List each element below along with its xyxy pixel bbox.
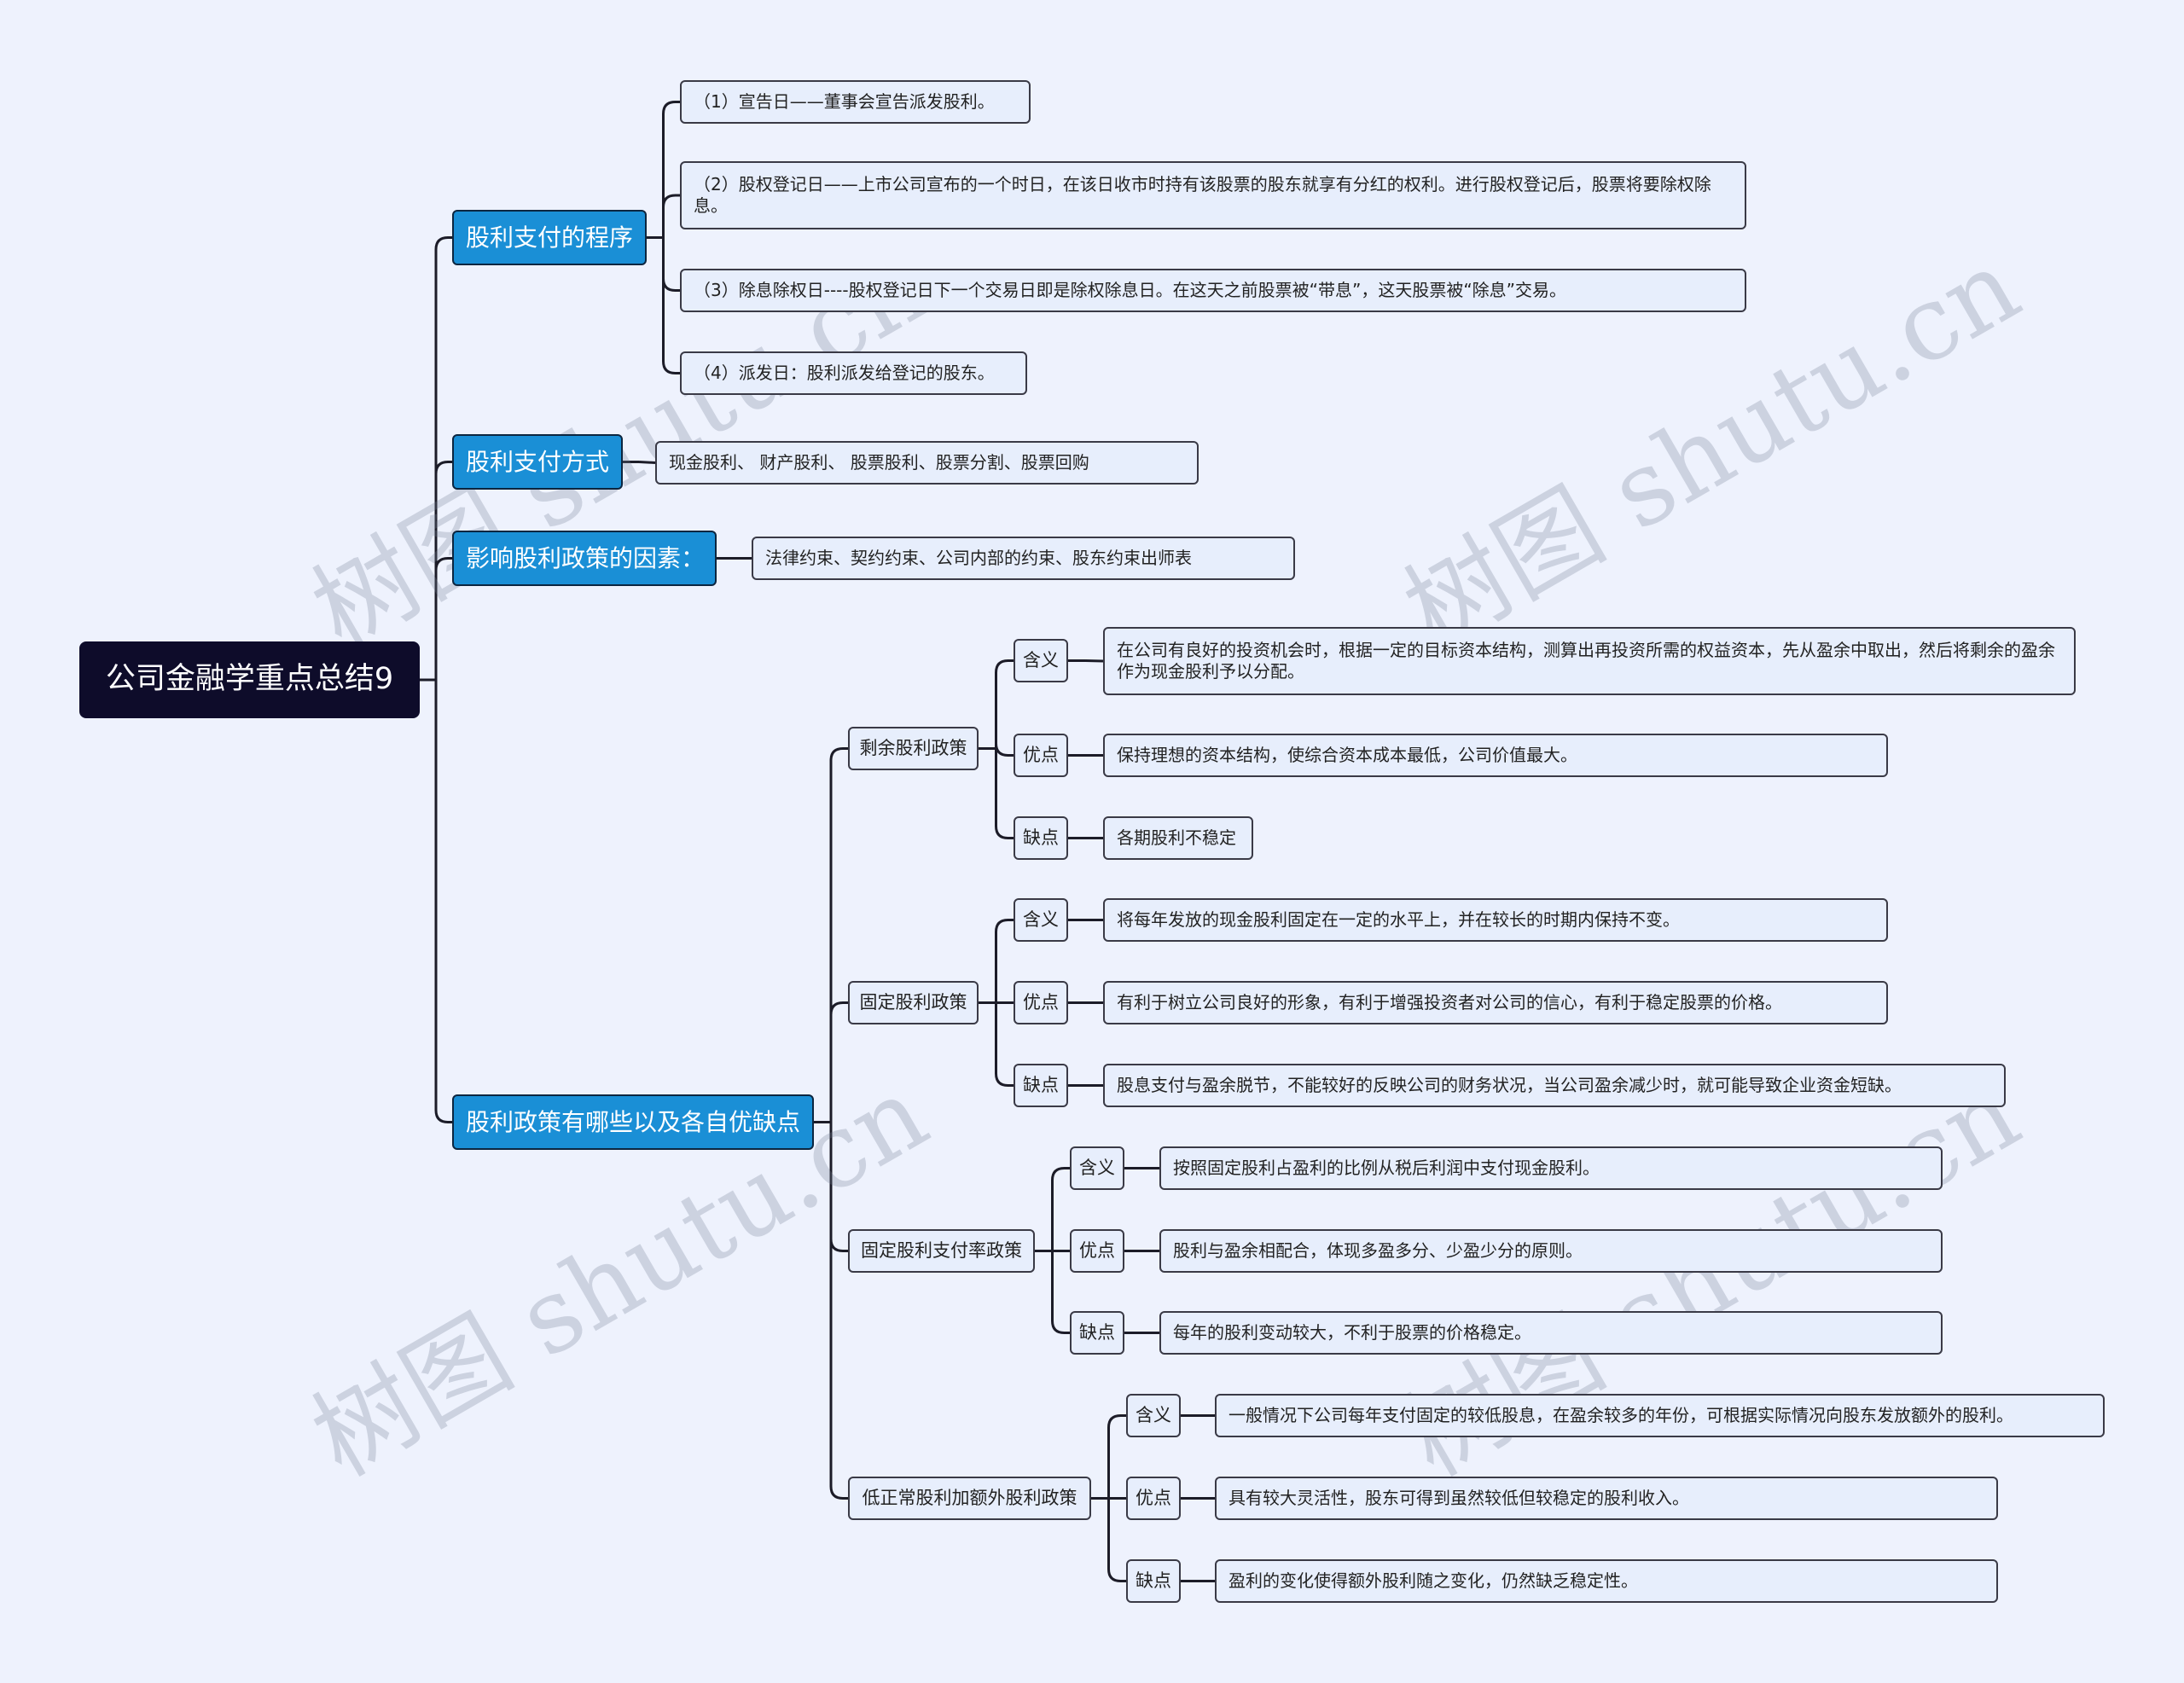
connector: [623, 461, 656, 464]
policy-fixed-payout-ratio[interactable]: 固定股利支付率政策: [848, 1229, 1035, 1273]
branch-policy-types[interactable]: 股利政策有哪些以及各自优缺点: [452, 1094, 814, 1150]
tag-meaning[interactable]: 含义: [1014, 639, 1068, 682]
tag-meaning[interactable]: 含义: [1014, 898, 1068, 942]
aspect-text[interactable]: 一般情况下公司每年支付固定的较低股息，在盈余较多的年份，可根据实际情况向股东发放…: [1215, 1394, 2105, 1437]
policy-fixed[interactable]: 固定股利政策: [848, 981, 979, 1024]
branch-policy-factors[interactable]: 影响股利政策的因素：: [452, 531, 717, 586]
connector: [979, 659, 1014, 839]
procedure-step-ex-dividend[interactable]: （3）除息除权日----股权登记日下一个交易日即是除权除息日。在这天之前股票被“…: [680, 269, 1746, 312]
policy-residual[interactable]: 剩余股利政策: [848, 727, 979, 770]
aspect-text[interactable]: 每年的股利变动较大，不利于股票的价格稳定。: [1159, 1311, 1943, 1355]
aspect-text[interactable]: 盈利的变化使得额外股利随之变化，仍然缺乏稳定性。: [1215, 1559, 1998, 1603]
aspect-text[interactable]: 按照固定股利占盈利的比例从税后利润中支付现金股利。: [1159, 1146, 1943, 1190]
branch-dividend-methods[interactable]: 股利支付方式: [452, 434, 623, 490]
aspect-text[interactable]: 股息支付与盈余脱节，不能较好的反映公司的财务状况，当公司盈余减少时，就可能导致企…: [1103, 1064, 2006, 1107]
aspect-text[interactable]: 有利于树立公司良好的形象，有利于增强投资者对公司的信心，有利于稳定股票的价格。: [1103, 981, 1888, 1024]
procedure-step-announcement[interactable]: （1）宣告日——董事会宣告派发股利。: [680, 80, 1031, 124]
tag-advantage[interactable]: 优点: [1014, 734, 1068, 777]
tag-meaning[interactable]: 含义: [1070, 1146, 1124, 1190]
tag-disadvantage[interactable]: 缺点: [1070, 1311, 1124, 1355]
dividend-methods-list[interactable]: 现金股利、 财产股利、 股票股利、股票分割、股票回购: [655, 441, 1199, 485]
connector: [814, 747, 848, 1500]
root-topic[interactable]: 公司金融学重点总结9: [79, 641, 420, 718]
tag-disadvantage[interactable]: 缺点: [1014, 1064, 1068, 1107]
policy-factors-list[interactable]: 法律约束、契约约束、公司内部的约束、股东约束出师表: [752, 537, 1295, 580]
connector: [647, 101, 680, 374]
connector: [1091, 1414, 1126, 1582]
connector: [1035, 1167, 1070, 1334]
aspect-text[interactable]: 将每年发放的现金股利固定在一定的水平上，并在较长的时期内保持不变。: [1103, 898, 1888, 942]
tag-advantage[interactable]: 优点: [1126, 1477, 1181, 1520]
policy-low-regular-plus-extra[interactable]: 低正常股利加额外股利政策: [848, 1477, 1091, 1520]
aspect-text[interactable]: 在公司有良好的投资机会时，根据一定的目标资本结构，测算出再投资所需的权益资本，先…: [1103, 627, 2076, 695]
tag-disadvantage[interactable]: 缺点: [1126, 1559, 1181, 1603]
tag-advantage[interactable]: 优点: [1014, 981, 1068, 1024]
tag-advantage[interactable]: 优点: [1070, 1229, 1124, 1273]
branch-dividend-procedure[interactable]: 股利支付的程序: [452, 210, 647, 265]
connector: [420, 236, 452, 1123]
procedure-step-record-date[interactable]: （2）股权登记日——上市公司宣布的一个时日，在该日收市时持有该股票的股东就享有分…: [680, 161, 1746, 229]
tag-meaning[interactable]: 含义: [1126, 1394, 1181, 1437]
procedure-step-payment[interactable]: （4）派发日：股利派发给登记的股东。: [680, 351, 1027, 395]
tag-disadvantage[interactable]: 缺点: [1014, 816, 1068, 860]
aspect-text[interactable]: 保持理想的资本结构，使综合资本成本最低，公司价值最大。: [1103, 734, 1888, 777]
aspect-text[interactable]: 具有较大灵活性，股东可得到虽然较低但较稳定的股利收入。: [1215, 1477, 1998, 1520]
aspect-text[interactable]: 股利与盈余相配合，体现多盈多分、少盈少分的原则。: [1159, 1229, 1943, 1273]
aspect-text[interactable]: 各期股利不稳定: [1103, 816, 1253, 860]
connector: [1068, 659, 1104, 663]
connector: [979, 919, 1014, 1087]
